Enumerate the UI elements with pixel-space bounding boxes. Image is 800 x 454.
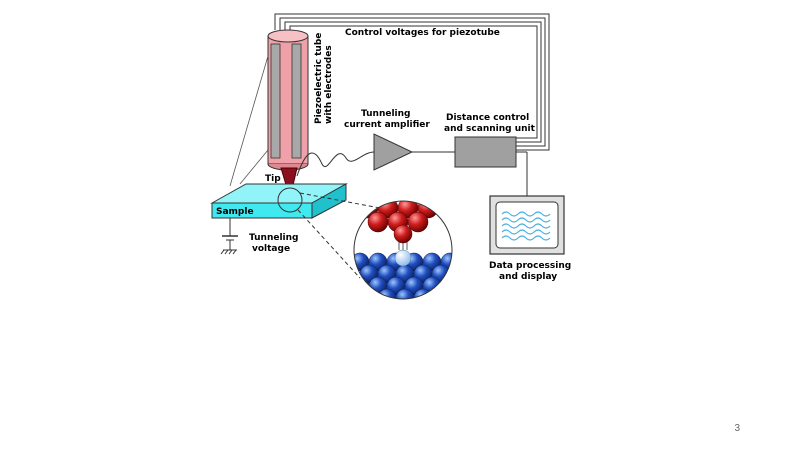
tip	[280, 167, 298, 200]
label-data-line1: Data processing	[489, 261, 571, 271]
tunneling-current-wire	[296, 151, 375, 177]
control-voltage-wires	[274, 13, 550, 151]
label-sample: Sample	[216, 207, 254, 217]
label-piezo: Piezoelectric tube with electrodes	[314, 33, 334, 124]
atomic-zoom	[353, 200, 453, 300]
label-piezo-line2: with electrodes	[324, 45, 334, 124]
sample-feedback-lines	[229, 55, 269, 187]
sample	[210, 183, 348, 219]
label-tunneling-amp-line1: Tunneling	[361, 109, 411, 119]
label-distance-line2: and scanning unit	[444, 124, 536, 134]
label-tunneling-voltage-line2: voltage	[252, 244, 290, 254]
piezo-electrode	[291, 43, 302, 159]
piezo-electrode	[270, 43, 281, 159]
tip-zoom-marker	[277, 187, 303, 213]
label-tunneling-voltage-line1: Tunneling	[249, 233, 299, 243]
label-distance-line1: Distance control	[446, 113, 529, 123]
piezo-tube	[267, 29, 309, 171]
label-tunneling-amp-line2: current amplifier	[344, 120, 430, 130]
tunneling-amplifier	[373, 133, 414, 171]
voltage-source	[220, 218, 238, 255]
label-tip: Tip	[265, 174, 281, 184]
display-waves	[501, 211, 551, 241]
zoom-lines	[297, 192, 381, 279]
label-control-voltages: Control voltages for piezotube	[345, 28, 500, 38]
label-data-line2: and display	[499, 272, 557, 282]
display-monitor	[489, 195, 565, 255]
page-number: 3	[734, 423, 740, 434]
label-piezo-line1: Piezoelectric tube	[314, 33, 324, 124]
distance-control-unit	[454, 136, 517, 168]
